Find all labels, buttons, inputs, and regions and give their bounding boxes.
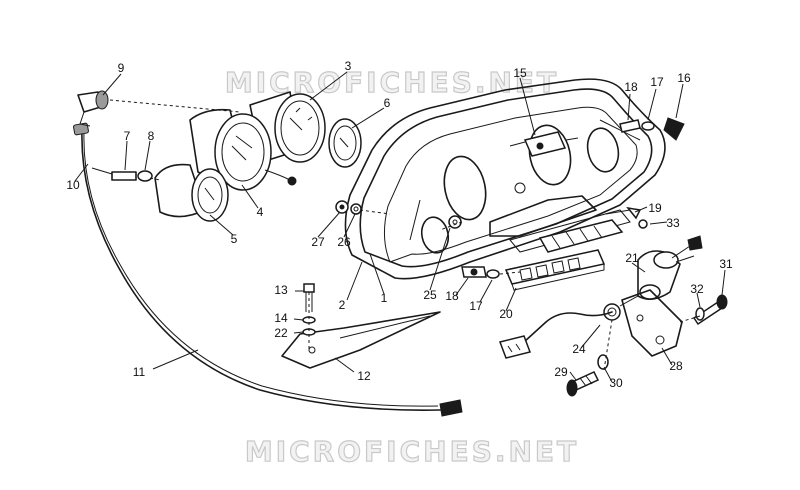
callout-24: 24: [572, 342, 586, 356]
callout-11: 11: [133, 365, 146, 379]
washer-32: [695, 307, 705, 321]
callout-12: 12: [357, 369, 371, 383]
washer-26: [350, 203, 362, 215]
switch-15: [509, 131, 579, 157]
callout-14: 14: [274, 311, 288, 325]
bulb-17-top: [641, 121, 655, 131]
callout-28: 28: [669, 359, 683, 373]
leader-lines: [74, 71, 726, 383]
screw-29: [566, 371, 600, 397]
bracket-28: [621, 289, 683, 357]
callout-25: 25: [423, 288, 437, 302]
bulb-holder-18-low: [461, 266, 487, 278]
callout-17-top: 17: [650, 75, 664, 89]
callout-20: 20: [499, 307, 513, 321]
cable-elbow-fitting: [77, 90, 109, 127]
callout-7: 7: [124, 129, 131, 143]
gauge-speedometer: [189, 108, 297, 191]
callout-13: 13: [274, 283, 288, 297]
lens-16: [663, 117, 685, 141]
callout-30: 30: [609, 376, 623, 390]
wire-connector-24: [499, 311, 613, 359]
callout-15: 15: [513, 66, 527, 80]
callout-3: 3: [345, 59, 352, 73]
watermark-top: MICROFICHES.NET: [225, 66, 559, 99]
callout-10: 10: [66, 178, 80, 192]
callout-9: 9: [118, 61, 125, 75]
callout-19: 19: [648, 201, 662, 215]
callout-2: 2: [339, 298, 346, 312]
bracket-19: [605, 206, 642, 220]
callout-18-low: 18: [445, 289, 459, 303]
gauge-tachometer: [249, 91, 326, 163]
warning-lens-strip: [538, 219, 624, 253]
callout-31: 31: [719, 257, 733, 271]
callout-29: 29: [554, 365, 568, 379]
bulb-holder-18-top: [619, 119, 641, 133]
gauge-small-right: [328, 118, 362, 168]
callout-16: 16: [677, 71, 691, 85]
bulb-and-holder: [91, 167, 153, 182]
instrument-panel-housing: [344, 78, 666, 280]
bracket-12: [281, 311, 441, 369]
watermark-bottom: MICROFICHES.NET: [245, 435, 579, 468]
nut-27: [335, 200, 349, 214]
indicator-module-20: [504, 249, 606, 291]
alignment-lines: [109, 99, 701, 371]
washer-30: [597, 354, 609, 370]
callout-5: 5: [231, 232, 238, 246]
callout-27: 27: [311, 235, 325, 249]
callout-32: 32: [690, 282, 704, 296]
callout-labels: 3 6 4 5 7 8 9 10 11 12 13 14 22 1 2 25 2…: [66, 59, 733, 390]
callout-1: 1: [381, 291, 388, 305]
callout-26: 26: [337, 235, 351, 249]
screw-25: [448, 215, 462, 229]
callout-17-low: 17: [469, 299, 483, 313]
callout-22: 22: [274, 326, 288, 340]
gauge-small-left: [154, 163, 229, 222]
ignition-switch-21: [603, 235, 703, 321]
callout-33: 33: [666, 216, 680, 230]
callout-8: 8: [148, 129, 155, 143]
callout-6: 6: [384, 96, 391, 110]
callout-4: 4: [257, 205, 264, 219]
callout-21: 21: [625, 251, 639, 265]
bulb-17-low: [486, 269, 500, 279]
callout-18-top: 18: [624, 80, 638, 94]
screw-33: [638, 219, 648, 229]
